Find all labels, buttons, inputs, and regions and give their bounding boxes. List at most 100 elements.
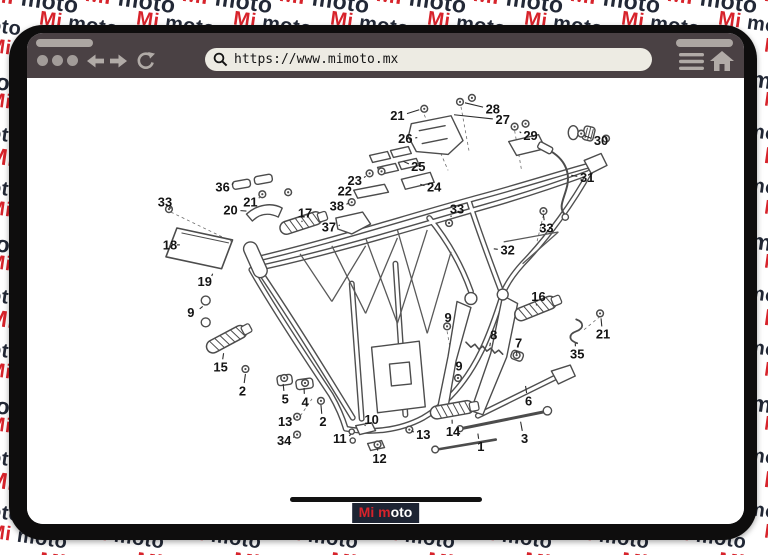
callout-leader: [363, 175, 366, 179]
part-callout[interactable]: 28: [486, 101, 500, 116]
callout-leader: [292, 436, 295, 438]
callout-leader: [222, 353, 225, 360]
part-callout[interactable]: 2: [239, 383, 246, 398]
callout-leader: [525, 385, 528, 394]
part-callout[interactable]: 31: [580, 170, 594, 185]
part-callout[interactable]: 22: [338, 184, 352, 199]
callout-leader: [406, 109, 420, 115]
site-logo-text-white: oto: [390, 504, 413, 520]
part-callout[interactable]: 23: [348, 173, 362, 188]
part-callout[interactable]: 6: [525, 393, 532, 408]
part-callout[interactable]: 13: [416, 427, 430, 442]
url-bar[interactable]: https://www.mimoto.mx: [205, 48, 652, 71]
part-callout[interactable]: 27: [496, 112, 510, 127]
part-callout[interactable]: 33: [158, 195, 172, 210]
part-callout[interactable]: 30: [594, 133, 608, 148]
window-control-dot[interactable]: [37, 55, 48, 66]
part-callout[interactable]: 34: [277, 433, 292, 448]
part-callout[interactable]: 26: [398, 131, 412, 146]
browser-window: https://www.mimoto.mx: [27, 33, 744, 524]
part-callout[interactable]: 5: [282, 391, 289, 406]
refresh-icon[interactable]: [136, 52, 155, 70]
watermark-word: Mi moto: [762, 520, 768, 546]
callout-leader: [571, 174, 578, 177]
url-text: https://www.mimoto.mx: [234, 52, 399, 67]
search-icon: [213, 52, 228, 67]
part-callout[interactable]: 8: [490, 328, 497, 343]
part-callout[interactable]: 32: [500, 242, 514, 257]
part-callout[interactable]: 4: [301, 394, 309, 409]
part-callout[interactable]: 24: [427, 180, 442, 195]
callout-leader: [600, 318, 603, 327]
part-callout[interactable]: 20: [223, 203, 237, 218]
part-callout[interactable]: 16: [531, 289, 545, 304]
menu-icon[interactable]: [679, 53, 704, 70]
part-callout[interactable]: 29: [523, 128, 537, 143]
footpeg: [429, 399, 480, 420]
home-icon[interactable]: [710, 51, 734, 71]
part-callout[interactable]: 37: [322, 219, 336, 234]
part-callout[interactable]: 1: [477, 439, 484, 454]
callout-leader: [320, 404, 323, 414]
part-callout[interactable]: 38: [330, 199, 344, 214]
part-callout[interactable]: 21: [390, 108, 404, 123]
callout-leader: [282, 383, 285, 392]
home-indicator[interactable]: [289, 497, 482, 502]
part-callout[interactable]: 35: [570, 347, 584, 362]
part-callout[interactable]: 33: [539, 220, 553, 235]
footpegs: [205, 210, 563, 420]
speaker-grille-right: [676, 39, 733, 47]
watermark-word: Mi moto: [762, 34, 768, 60]
callout-leader: [542, 214, 545, 221]
part-callout[interactable]: 7: [515, 336, 522, 351]
back-icon[interactable]: [87, 54, 104, 68]
part-callout[interactable]: 9: [187, 305, 194, 320]
callout-leader: [403, 160, 410, 165]
part-callout[interactable]: 25: [411, 159, 425, 174]
forward-icon[interactable]: [110, 54, 127, 68]
callout-leader: [168, 206, 172, 209]
part-callout[interactable]: 18: [163, 237, 177, 252]
site-logo[interactable]: Mi moto: [351, 503, 420, 523]
callout-leader: [411, 430, 415, 433]
callout-leader: [348, 434, 352, 437]
part-callout[interactable]: 3: [521, 431, 528, 446]
callout-leader: [293, 417, 296, 420]
callout-leader: [199, 306, 204, 310]
callout-leader: [519, 131, 522, 134]
part-callout[interactable]: 21: [596, 327, 610, 342]
callout-leader: [453, 114, 493, 120]
part-callout[interactable]: 11: [333, 431, 347, 446]
part-callout[interactable]: 19: [198, 274, 212, 289]
window-control-dot[interactable]: [67, 55, 78, 66]
callout-leader: [211, 273, 214, 277]
tablet-frame: https://www.mimoto.mx: [9, 25, 757, 540]
part-callout[interactable]: 17: [298, 206, 312, 221]
window-control-dot[interactable]: [52, 55, 63, 66]
part-callout[interactable]: 21: [243, 195, 257, 210]
part-callout[interactable]: 12: [372, 451, 386, 466]
window-controls[interactable]: [37, 55, 78, 66]
browser-toolbar: https://www.mimoto.mx: [27, 33, 744, 78]
callout-leader: [420, 183, 425, 187]
callout-leader: [338, 224, 341, 227]
part-callout[interactable]: 9: [444, 310, 451, 325]
part-callout[interactable]: 9: [455, 359, 462, 374]
part-callout[interactable]: 36: [215, 180, 229, 195]
part-callout[interactable]: 13: [278, 414, 292, 429]
watermark-word: Mi moto: [762, 358, 768, 384]
footpeg: [279, 210, 329, 235]
frame-parts: [165, 115, 608, 454]
part-callout[interactable]: 2: [319, 414, 326, 429]
part-callout[interactable]: 14: [446, 424, 461, 439]
callout-leader: [243, 373, 246, 384]
part-callout[interactable]: 10: [364, 412, 378, 427]
part-callout[interactable]: 33: [450, 202, 464, 217]
callout-leader: [520, 421, 523, 431]
site-logo-text-red: Mi m: [358, 504, 391, 520]
bolts: [164, 93, 611, 449]
part-callout[interactable]: 15: [213, 360, 227, 375]
